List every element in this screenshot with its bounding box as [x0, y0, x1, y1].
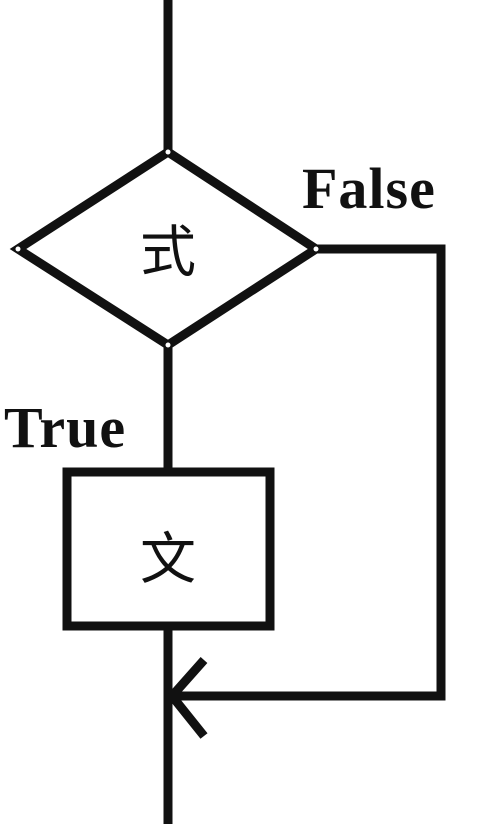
merge-arrowhead — [166, 657, 208, 739]
condition-text: 式 — [140, 221, 196, 286]
true-label: True — [4, 395, 126, 460]
diamond-vertex-bottom — [165, 342, 171, 348]
diamond-vertex-right — [313, 246, 319, 252]
statement-box — [62, 467, 275, 631]
false-edge — [172, 244, 446, 701]
diamond-vertex-top — [165, 149, 171, 155]
statement-text: 文 — [140, 528, 196, 593]
diamond-vertex-left — [15, 246, 21, 252]
false-label: False — [302, 156, 436, 221]
